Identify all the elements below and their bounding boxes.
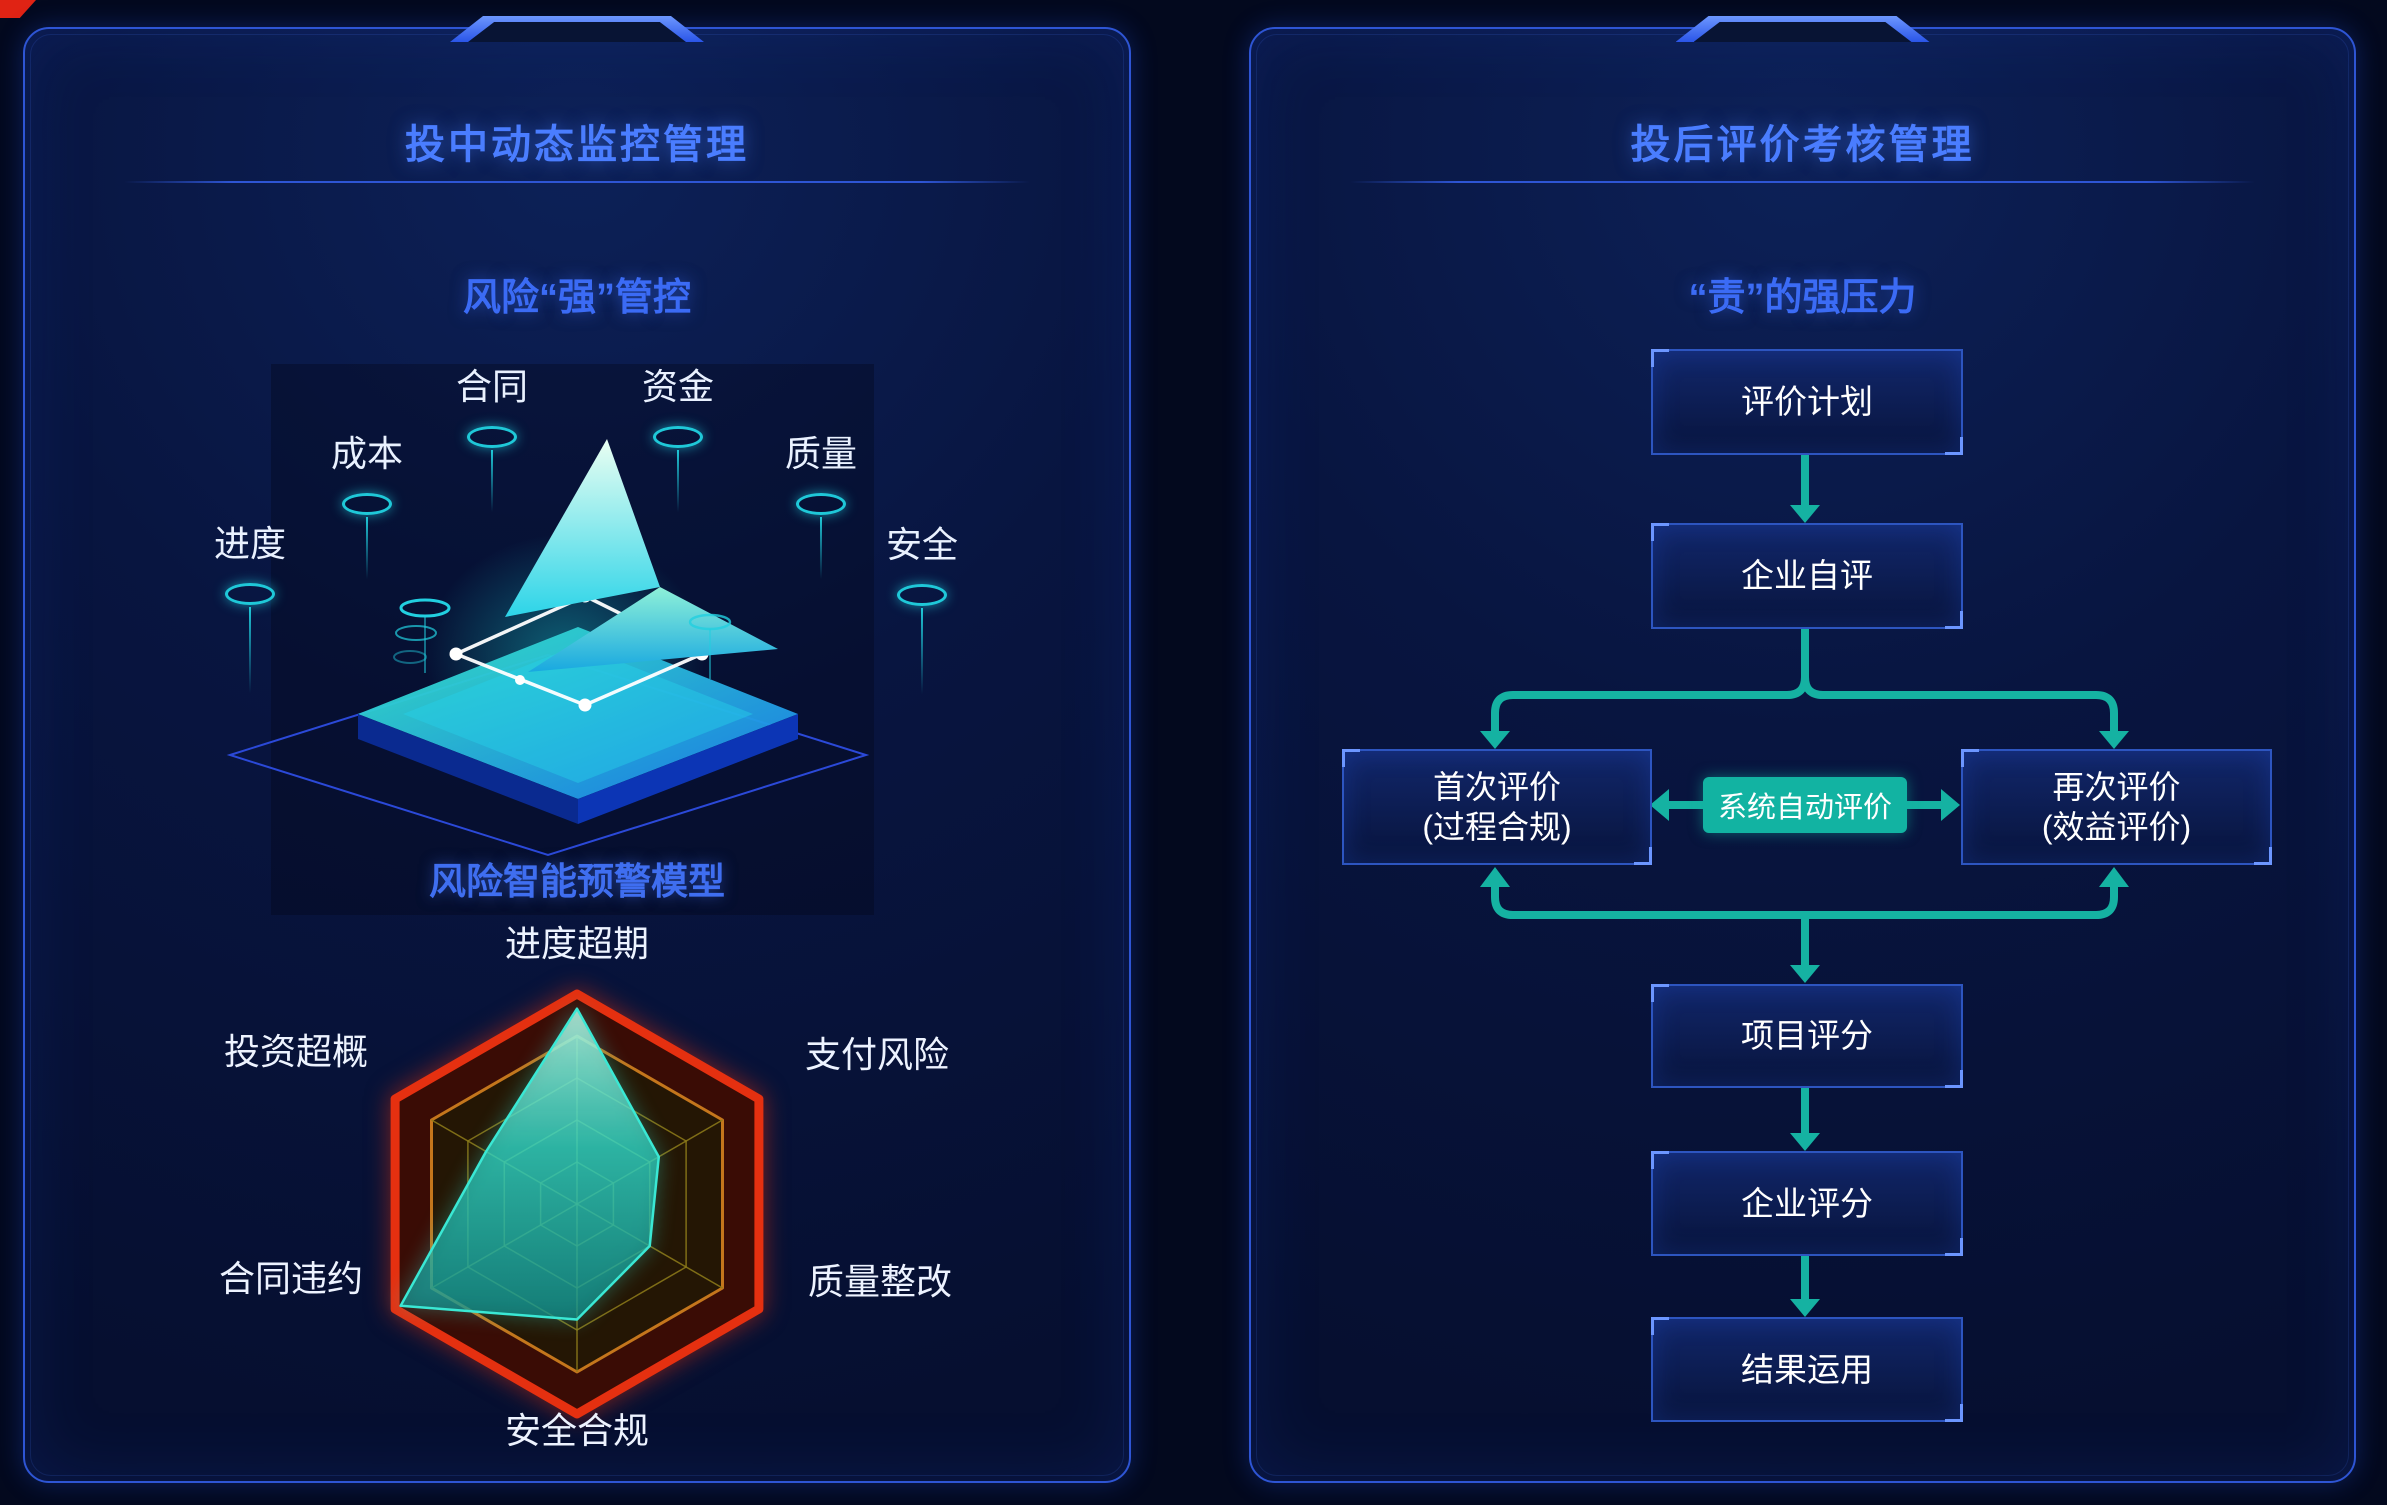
radar-axis-label: 进度超期 <box>504 923 650 964</box>
title-divider <box>124 181 1030 183</box>
panel-mid-investment-monitoring: 投中动态监控管理 风险“强”管控 <box>23 16 1131 1483</box>
orbit-node-funds: 资金 <box>642 358 714 512</box>
flow-box-result-application: 结果运用 <box>1651 1317 1963 1422</box>
red-corner-decor <box>0 0 36 18</box>
orbit-label: 质量 <box>784 433 858 474</box>
radar-axis-label: 合同违约 <box>218 1258 364 1299</box>
flow-box-label: 评价计划 <box>1741 383 1873 421</box>
flow-box-label: 首次评价 <box>1432 769 1561 805</box>
flow-box-project-score: 项目评分 <box>1651 984 1963 1088</box>
flow-box-label: (过程合规) <box>1422 809 1572 845</box>
flow-box-second-evaluation: 再次评价 (效益评价) <box>1961 749 2272 865</box>
orbit-stem <box>490 450 493 512</box>
orbit-label: 进度 <box>213 523 287 564</box>
flow-box-label: (效益评价) <box>2041 809 2192 845</box>
orbit-stem <box>248 607 251 693</box>
flow-box-company-score: 企业评分 <box>1651 1151 1963 1256</box>
auto-evaluation-badge: 系统自动评价 <box>1703 777 1907 833</box>
radar-axis-label: 支付风险 <box>804 1034 950 1075</box>
radar-axis-label: 投资超概 <box>223 1031 369 1072</box>
title-divider <box>1350 181 2255 183</box>
notch-inner <box>1693 22 1912 42</box>
flow-box-enterprise-self-evaluation: 企业自评 <box>1651 523 1963 629</box>
orbit-stem <box>819 517 822 579</box>
orbit-ring-icon <box>896 584 947 606</box>
orbit-stem <box>920 608 923 694</box>
orbit-node-safety: 安全 <box>886 516 958 694</box>
orbit-ring-icon <box>224 583 275 605</box>
orbit-ring-icon <box>652 426 703 448</box>
risk-radar-chart <box>390 989 764 1419</box>
orbit-node-quality: 质量 <box>785 425 857 579</box>
orbit-ring-icon <box>795 493 846 515</box>
flow-box-label: 企业评分 <box>1741 1184 1873 1222</box>
orbit-node-cost: 成本 <box>331 425 403 579</box>
orbit-stem <box>365 517 368 579</box>
flow-box-evaluation-plan: 评价计划 <box>1651 349 1963 455</box>
orbit-node-progress: 进度 <box>214 515 286 693</box>
flow-box-label: 项目评分 <box>1741 1017 1873 1055</box>
orbit-node-contract: 合同 <box>456 358 528 512</box>
notch-inner <box>468 22 686 42</box>
orbit-label: 合同 <box>455 366 529 407</box>
orbit-ring-icon <box>341 493 392 515</box>
radar-axis-label: 质量整改 <box>807 1261 953 1302</box>
left-panel-title: 投中动态监控管理 <box>405 123 749 167</box>
right-panel-title: 投后评价考核管理 <box>1630 123 1975 167</box>
radar-axis-label: 安全合规 <box>504 1410 650 1451</box>
orbit-label: 成本 <box>330 433 404 474</box>
flow-box-label: 结果运用 <box>1741 1350 1873 1388</box>
flow-box-label: 再次评价 <box>2052 769 2181 805</box>
panel-top-notch <box>1675 16 1930 42</box>
flow-box-first-evaluation: 首次评价 (过程合规) <box>1342 749 1652 865</box>
orbit-stem <box>676 450 679 512</box>
panel-top-notch <box>450 16 704 42</box>
orbit-label: 资金 <box>641 366 715 407</box>
risk-control-subtitle: 风险“强”管控 <box>462 277 691 319</box>
responsibility-subtitle: “责”的强压力 <box>1688 277 1917 319</box>
orbit-label: 安全 <box>885 524 959 565</box>
orbit-ring-icon <box>466 426 517 448</box>
radar-model-title: 风险智能预警模型 <box>429 861 725 902</box>
panel-post-investment-evaluation: 投后评价考核管理 “责”的强压力 评价计划 <box>1249 16 2356 1483</box>
flow-box-label: 企业自评 <box>1741 557 1873 595</box>
